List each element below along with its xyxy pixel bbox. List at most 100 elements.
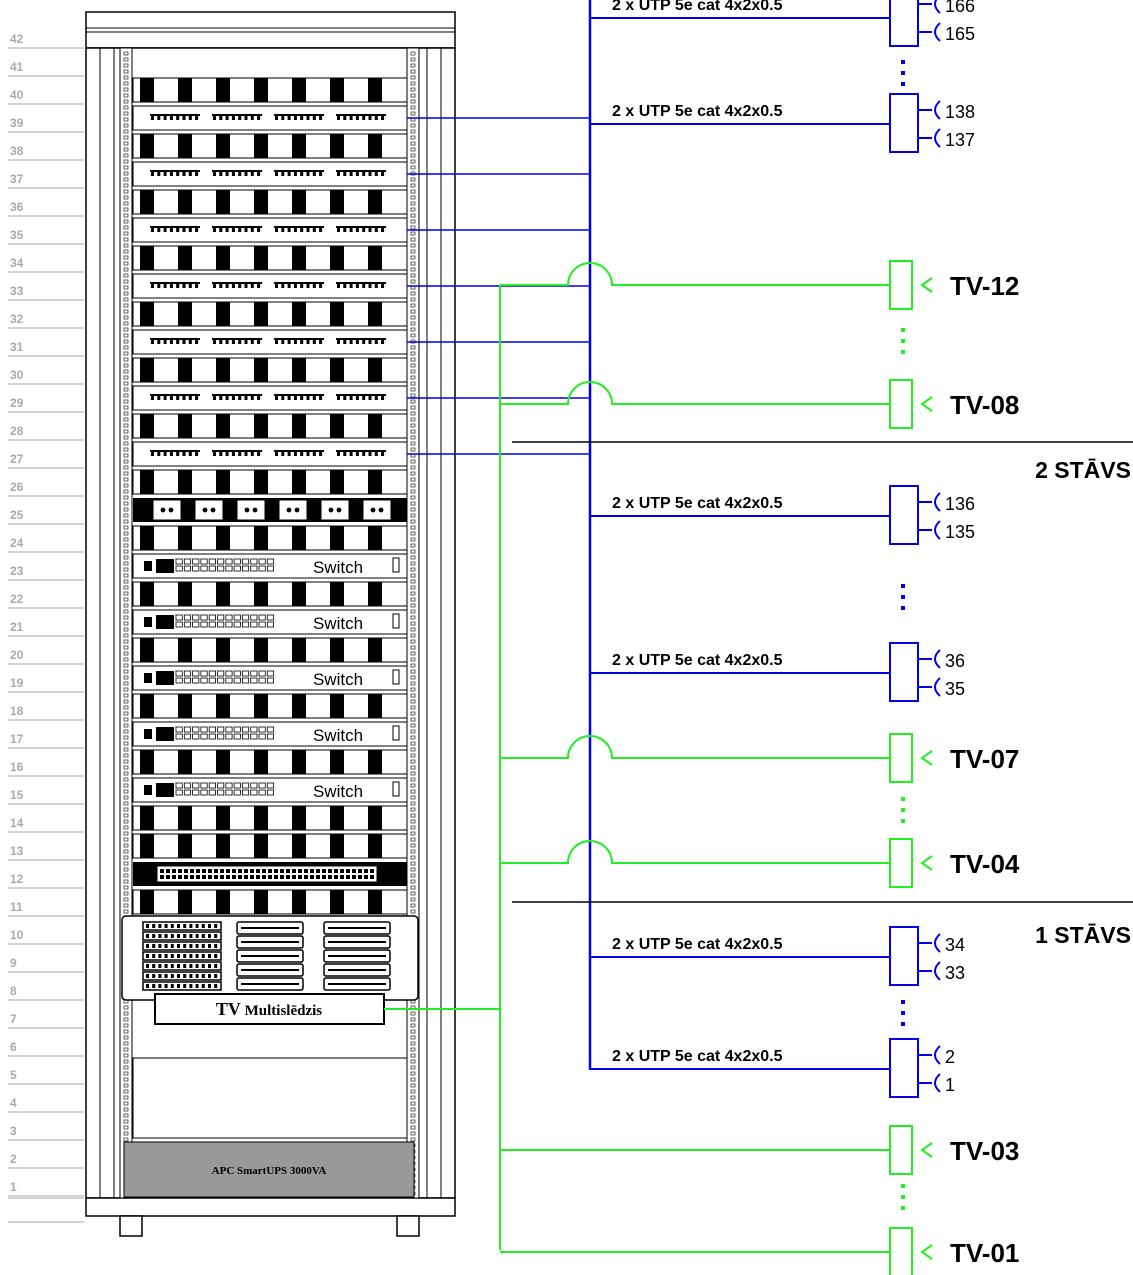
- switch-port: [258, 670, 266, 677]
- patch-port: [163, 228, 167, 232]
- switch-port: [241, 782, 250, 789]
- drive-vent: [177, 944, 180, 948]
- cable-finger: [368, 302, 382, 326]
- rail-hole: [123, 747, 129, 752]
- cable-finger: [330, 834, 344, 858]
- patch-port: [257, 116, 261, 120]
- rail-hole: [123, 315, 129, 320]
- cable-manager: [132, 301, 408, 327]
- rail-hole: [410, 375, 416, 380]
- switch-port: [225, 726, 233, 733]
- fibre-port: [232, 875, 236, 879]
- drive-vent: [152, 984, 156, 988]
- cable-finger: [140, 834, 154, 858]
- patch-port: [219, 452, 223, 456]
- patch-port: [293, 228, 297, 232]
- rail-hole: [123, 789, 129, 794]
- rail-hole: [123, 729, 129, 734]
- drive-vent: [208, 964, 211, 968]
- drive-vent: [164, 944, 168, 948]
- switch-port: [208, 558, 216, 565]
- switch-port: [200, 670, 208, 677]
- cable-finger: [140, 890, 154, 914]
- socket-pin: [252, 507, 258, 513]
- cable-finger: [140, 246, 154, 270]
- switch-port: [192, 677, 200, 684]
- switch-port: [233, 726, 241, 733]
- switch-port: [192, 621, 200, 628]
- switch-port: [192, 565, 200, 572]
- switch-port: [183, 677, 192, 684]
- drive-vent: [189, 924, 193, 928]
- cable-manager: [132, 693, 408, 719]
- rail-hole: [410, 435, 416, 440]
- switch-unit: Switch: [132, 777, 408, 803]
- patch-port: [238, 396, 242, 400]
- cable-finger: [292, 750, 306, 774]
- patch-port: [231, 172, 235, 176]
- socket-number: 36: [945, 651, 965, 671]
- switch-port: [250, 621, 258, 628]
- switch-port: [233, 670, 241, 677]
- patch-port: [319, 340, 323, 344]
- socket-number: 166: [945, 0, 975, 16]
- rail-hole: [123, 525, 129, 530]
- rail-hole: [410, 429, 416, 434]
- patch-port: [275, 284, 278, 288]
- rail-hole: [123, 1107, 129, 1112]
- drive-vent: [170, 944, 174, 948]
- drive-vent: [158, 984, 162, 988]
- fibre-port: [298, 869, 302, 873]
- cable-finger: [254, 246, 268, 270]
- rail-hole: [410, 717, 416, 722]
- patch-port: [219, 172, 223, 176]
- rack-top-cap: [85, 11, 456, 49]
- rail-hole: [123, 147, 129, 152]
- rail-hole: [410, 705, 416, 710]
- fibre-port: [226, 869, 230, 873]
- socket-number: 34: [945, 935, 965, 955]
- switch-port: [266, 789, 274, 796]
- switch-power-led: [392, 557, 400, 573]
- fibre-port: [340, 869, 344, 873]
- rail-hole: [123, 717, 129, 722]
- rail-hole: [410, 825, 416, 830]
- tv-outlet: TV-03: [500, 1125, 1019, 1175]
- fibre-port: [310, 875, 314, 879]
- switch-port: [241, 677, 250, 684]
- patch-port: [355, 228, 359, 232]
- drive-vent: [164, 934, 168, 938]
- rail-hole: [123, 267, 129, 272]
- patch-port: [157, 228, 161, 232]
- patch-port: [151, 396, 154, 400]
- rail-hole: [410, 273, 416, 278]
- unit-number: 2: [10, 1152, 17, 1166]
- drive-vent: [177, 934, 180, 938]
- drive-vent: [201, 934, 205, 938]
- fibre-port: [178, 875, 182, 879]
- fibre-port: [256, 869, 260, 873]
- tv-socket-box: [889, 260, 913, 310]
- tv-outlet-label: TV-04: [950, 849, 1020, 879]
- cable-finger: [216, 134, 230, 158]
- rail-hole: [123, 57, 129, 62]
- rail-hole: [410, 621, 416, 626]
- rail-hole: [123, 375, 129, 380]
- patch-port: [244, 172, 248, 176]
- rail-hole: [410, 519, 416, 524]
- fibre-port: [268, 875, 272, 879]
- patch-port: [362, 284, 366, 288]
- rail-hole: [410, 831, 416, 836]
- patch-port: [362, 172, 366, 176]
- fibre-port: [208, 869, 212, 873]
- continuation-dot: [901, 584, 905, 588]
- rail-hole: [123, 255, 129, 260]
- patch-port: [244, 284, 248, 288]
- patch-port: [244, 452, 248, 456]
- fibre-port: [160, 875, 164, 879]
- patch-port: [293, 452, 297, 456]
- patch-panel: [132, 273, 408, 299]
- switch-port: [266, 670, 274, 677]
